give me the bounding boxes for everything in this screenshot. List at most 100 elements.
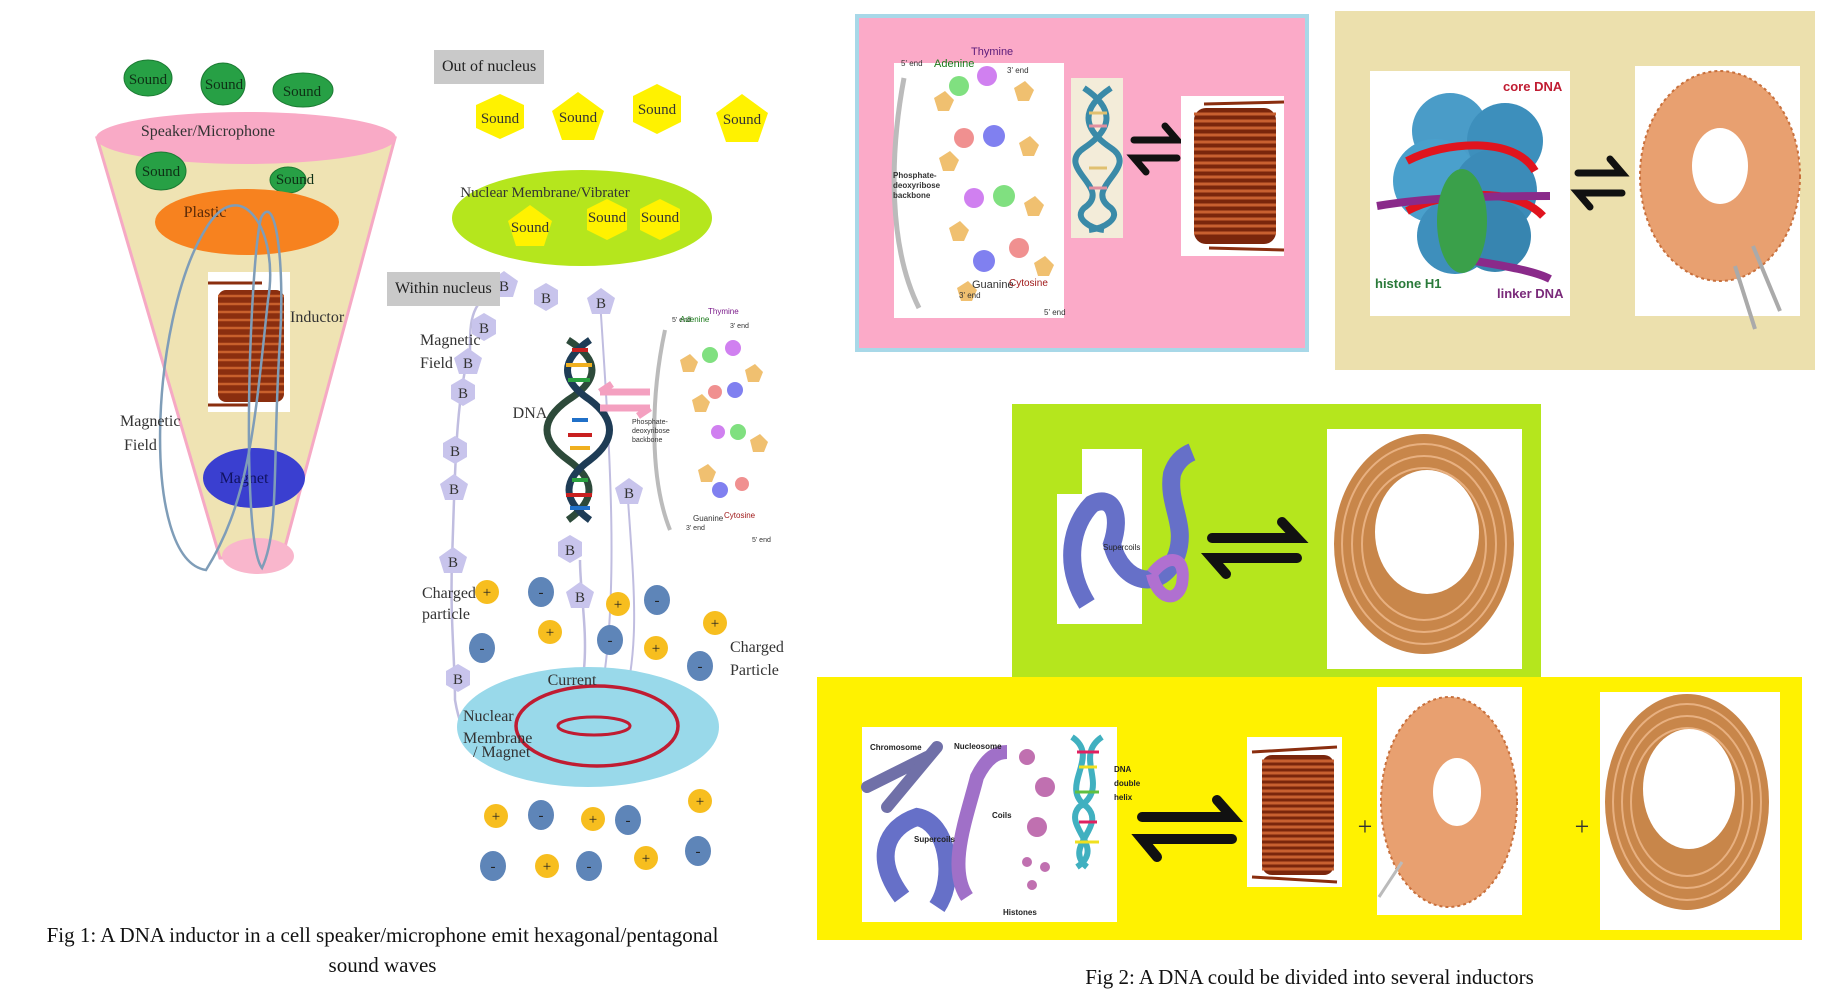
svg-text:Phosphate-: Phosphate- [632, 419, 668, 426]
svg-text:Sound: Sound [481, 111, 520, 127]
sound-hexagon: Sound [587, 199, 627, 240]
svg-text:double: double [1114, 779, 1141, 788]
svg-text:/ Magnet: / Magnet [473, 744, 531, 761]
base-marker: B [443, 436, 467, 464]
svg-text:particle: particle [422, 606, 470, 623]
svg-text:5' end: 5' end [672, 317, 691, 324]
sound-hexagon: Sound [640, 199, 680, 240]
magnet [203, 448, 305, 508]
base-marker: B [451, 378, 475, 406]
svg-text:-: - [608, 633, 613, 649]
fig1-caption: Fig 1: A DNA inductor in a cell speaker/… [0, 920, 765, 980]
svg-text:-: - [539, 808, 544, 824]
base-marker: B [472, 313, 496, 341]
svg-text:Field: Field [124, 437, 157, 454]
speaker-label: Speaker/Microphone [141, 123, 275, 140]
base-marker: B [446, 664, 470, 692]
svg-text:-: - [587, 859, 592, 875]
sound-hexagon: Sound [476, 94, 524, 139]
negative-particle: - [687, 651, 713, 681]
charged-particle-label: Charged [730, 639, 784, 656]
svg-text:Sound: Sound [276, 172, 315, 188]
out-of-nucleus-label: Out of nucleus [434, 50, 545, 84]
svg-text:Field: Field [420, 355, 453, 372]
svg-text:5' end: 5' end [901, 59, 923, 68]
svg-text:B: B [463, 356, 473, 372]
base-marker: B [587, 288, 615, 314]
svg-text:B: B [565, 543, 575, 559]
sound-oval: Sound [272, 72, 334, 108]
plus-sign: + [1358, 812, 1373, 841]
svg-text:B: B [448, 555, 458, 571]
svg-text:+: + [614, 597, 622, 613]
coils-label: Coils [992, 811, 1012, 820]
negative-particle: - [644, 585, 670, 615]
histone-label: histone H1 [1375, 276, 1441, 291]
svg-text:Guanine: Guanine [693, 514, 724, 523]
dna-helix-icon [543, 337, 613, 523]
svg-text:B: B [479, 321, 489, 337]
svg-text:Guanine: Guanine [972, 279, 1014, 291]
current-loop [514, 684, 680, 768]
svg-text:-: - [655, 593, 660, 609]
svg-text:Phosphate-: Phosphate- [893, 171, 937, 180]
current-label: Current [548, 672, 597, 689]
base-marker: B [454, 348, 482, 374]
dna-label: DNA [513, 405, 548, 422]
current-loop-inner [556, 715, 632, 737]
svg-text:B: B [499, 279, 509, 295]
positive-particle: + [581, 807, 605, 831]
negative-particle: - [469, 633, 495, 663]
svg-text:Sound: Sound [588, 210, 627, 226]
positive-particle: + [535, 854, 559, 878]
positive-particle: + [634, 846, 658, 870]
svg-text:deoxyribose: deoxyribose [893, 181, 941, 190]
svg-text:Adenine: Adenine [680, 315, 710, 324]
negative-particle: - [615, 805, 641, 835]
membrane-label: Nuclear Membrane/Vibrater [460, 185, 629, 201]
sound-oval: Sound [200, 62, 246, 106]
magnetic-field-label: Magnetic [120, 413, 180, 430]
svg-text:Sound: Sound [723, 112, 762, 128]
magnetic-field-path [599, 299, 613, 701]
fig1-diagram: Speaker/Microphone Sound Sound Sound Sou… [94, 59, 784, 881]
positive-particle: + [484, 804, 508, 828]
svg-text:3' end: 3' end [959, 291, 981, 300]
equilibrium-arrow-icon [1200, 517, 1309, 579]
svg-text:helix: helix [1114, 793, 1133, 802]
supercoils-label: Supercoils [1103, 543, 1140, 552]
nucleosome-icon [1370, 71, 1570, 316]
magnetic-field-loop [247, 210, 283, 571]
ring-coil-icon [1327, 429, 1522, 669]
supercoil-icon [1057, 443, 1196, 624]
svg-text:5' end: 5' end [1044, 308, 1066, 317]
dna-molecule-diagram [652, 300, 770, 540]
svg-text:-: - [539, 585, 544, 601]
negative-particle: - [528, 800, 554, 830]
svg-text:+: + [642, 851, 650, 867]
base-marker: B [534, 283, 558, 311]
negative-particle: - [685, 836, 711, 866]
svg-text:deoxyribose: deoxyribose [632, 428, 670, 435]
svg-text:3' end: 3' end [1007, 66, 1029, 75]
svg-text:+: + [652, 641, 660, 657]
positive-particle: + [606, 592, 630, 616]
svg-text:+: + [589, 812, 597, 828]
svg-text:+: + [492, 809, 500, 825]
svg-text:Sound: Sound [283, 84, 322, 100]
base-marker: B [558, 535, 582, 563]
plus-sign: + [1575, 812, 1590, 841]
svg-text:-: - [626, 813, 631, 829]
svg-text:B: B [458, 386, 468, 402]
positive-particle: + [644, 636, 668, 660]
inductor-label: Inductor [290, 309, 345, 326]
charged-particle-label: Charged [422, 585, 476, 602]
chromosome-hierarchy-diagram [861, 727, 1117, 922]
chromosome-label: Chromosome [870, 743, 922, 752]
base-marker: B [566, 582, 594, 608]
equilibrium-arrow-icon [1131, 795, 1244, 862]
svg-text:+: + [543, 859, 551, 875]
svg-text:Sound: Sound [142, 164, 181, 180]
svg-text:Sound: Sound [205, 77, 244, 93]
